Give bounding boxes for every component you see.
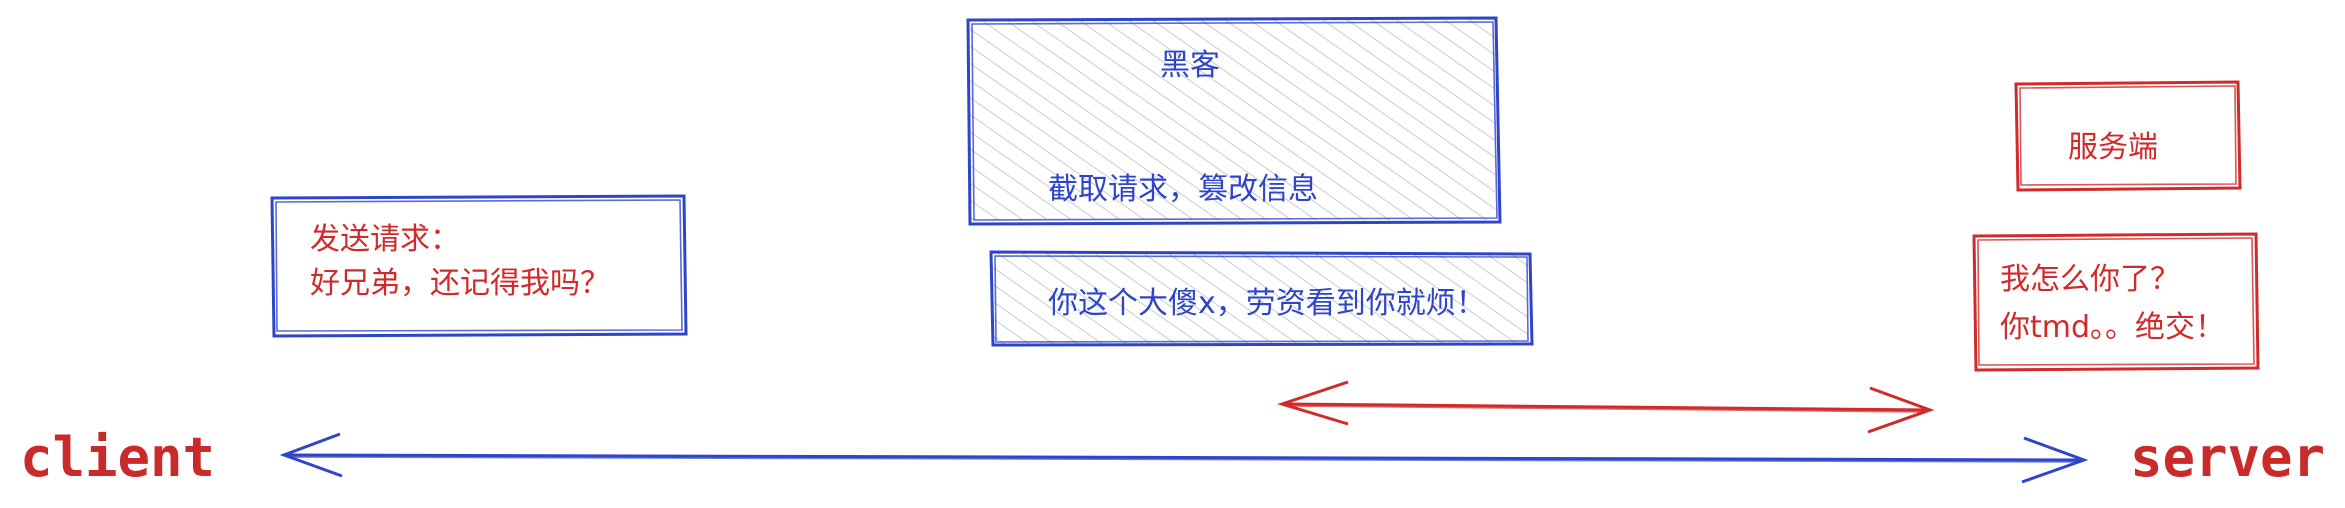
client-label: client bbox=[20, 426, 216, 489]
client-request-box bbox=[270, 194, 688, 338]
server-label: server bbox=[2130, 426, 2326, 489]
hacker-box bbox=[966, 16, 1502, 226]
server-title: 服务端 bbox=[2068, 130, 2158, 165]
client-request-line1: 发送请求： bbox=[310, 222, 460, 257]
server-reply-box bbox=[1972, 232, 2260, 372]
server-reply-line1: 我怎么你了？ bbox=[2000, 262, 2180, 297]
client-server-arrow bbox=[279, 432, 2089, 484]
server-reply-line2: 你tmd。。绝交！ bbox=[2000, 310, 2226, 345]
hacker-title: 黑客 bbox=[1160, 48, 1220, 83]
client-request-line2: 好兄弟，还记得我吗？ bbox=[310, 266, 610, 301]
server-title-box bbox=[2014, 80, 2242, 192]
hacker-action: 截取请求，篡改信息 bbox=[1048, 172, 1318, 207]
tampered-message: 你这个大傻x，劳资看到你就烦！ bbox=[1048, 286, 1486, 321]
hacker-server-arrow bbox=[1277, 380, 1935, 434]
tampered-message-box bbox=[989, 250, 1534, 347]
